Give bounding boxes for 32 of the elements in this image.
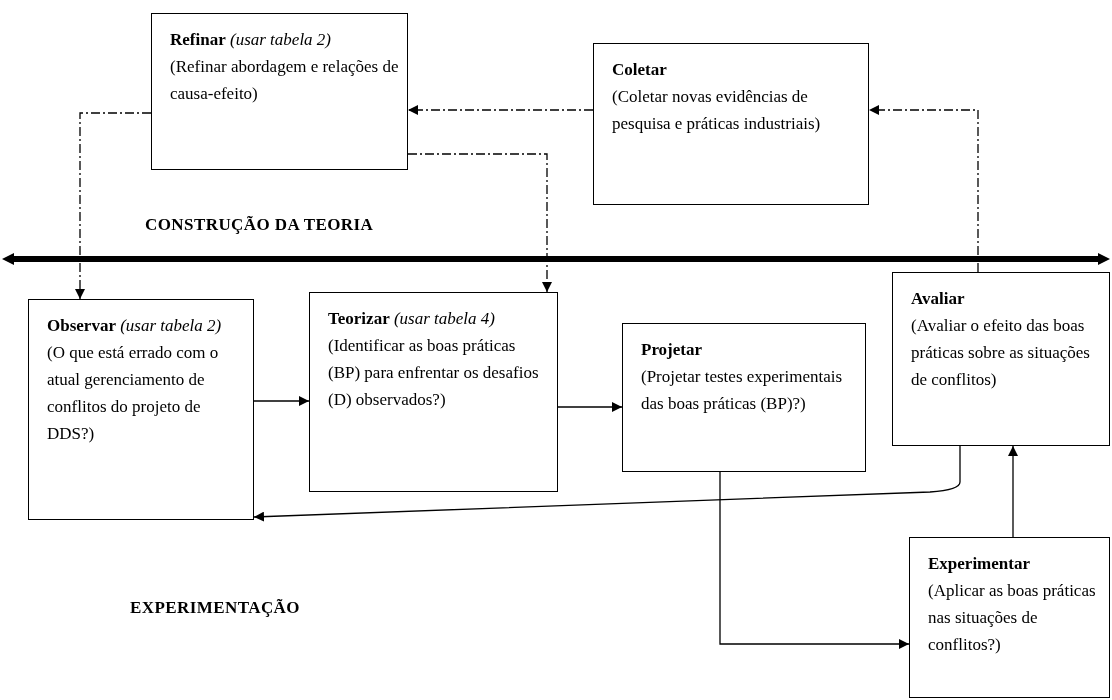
step-title: Refinar (usar tabela 2) <box>170 29 332 51</box>
step-title: Coletar <box>612 59 668 81</box>
section-label: CONSTRUÇÃO DA TEORIA <box>145 214 374 236</box>
process-box <box>909 537 1110 698</box>
step-title: Avaliar <box>911 288 966 310</box>
step-description: (Projetar testes experimentais das boas práticas (BP)?) <box>641 366 844 415</box>
step-description: (Identificar as boas práticas (BP) para enfrentar os desafios (D) observados?) <box>328 335 540 411</box>
arrow <box>868 105 979 273</box>
step-title: Projetar <box>641 339 704 361</box>
arrow <box>719 471 910 649</box>
arrow <box>1008 445 1018 538</box>
step-description: (Aplicar as boas práticas nas situações de conflitos?) <box>928 580 1097 656</box>
arrow <box>407 105 594 115</box>
process-box <box>309 292 558 492</box>
step-description: (Coletar novas evidências de pesquisa e práticas industriais) <box>612 86 822 135</box>
arrow <box>253 445 961 522</box>
step-title: Experimentar <box>928 553 1031 575</box>
arrow <box>407 153 552 293</box>
step-title: Observar (usar tabela 2) <box>47 315 223 337</box>
arrow <box>75 112 152 300</box>
step-description: (Avaliar o efeito das boas práticas sobre as situações de conflitos) <box>911 315 1091 391</box>
process-box <box>622 323 866 472</box>
section-label: EXPERIMENTAÇÃO <box>130 597 300 619</box>
arrow <box>253 396 310 406</box>
step-title: Teorizar (usar tabela 4) <box>328 308 496 330</box>
process-box <box>593 43 869 205</box>
process-box <box>28 299 254 520</box>
step-description: (O que está errado com o atual gerenciamento de conflitos do projeto de DDS?) <box>47 342 220 445</box>
arrow <box>557 402 623 412</box>
step-description: (Refinar abordagem e relações de causa-efeito) <box>170 56 399 105</box>
process-box <box>892 272 1110 446</box>
process-box <box>151 13 408 170</box>
